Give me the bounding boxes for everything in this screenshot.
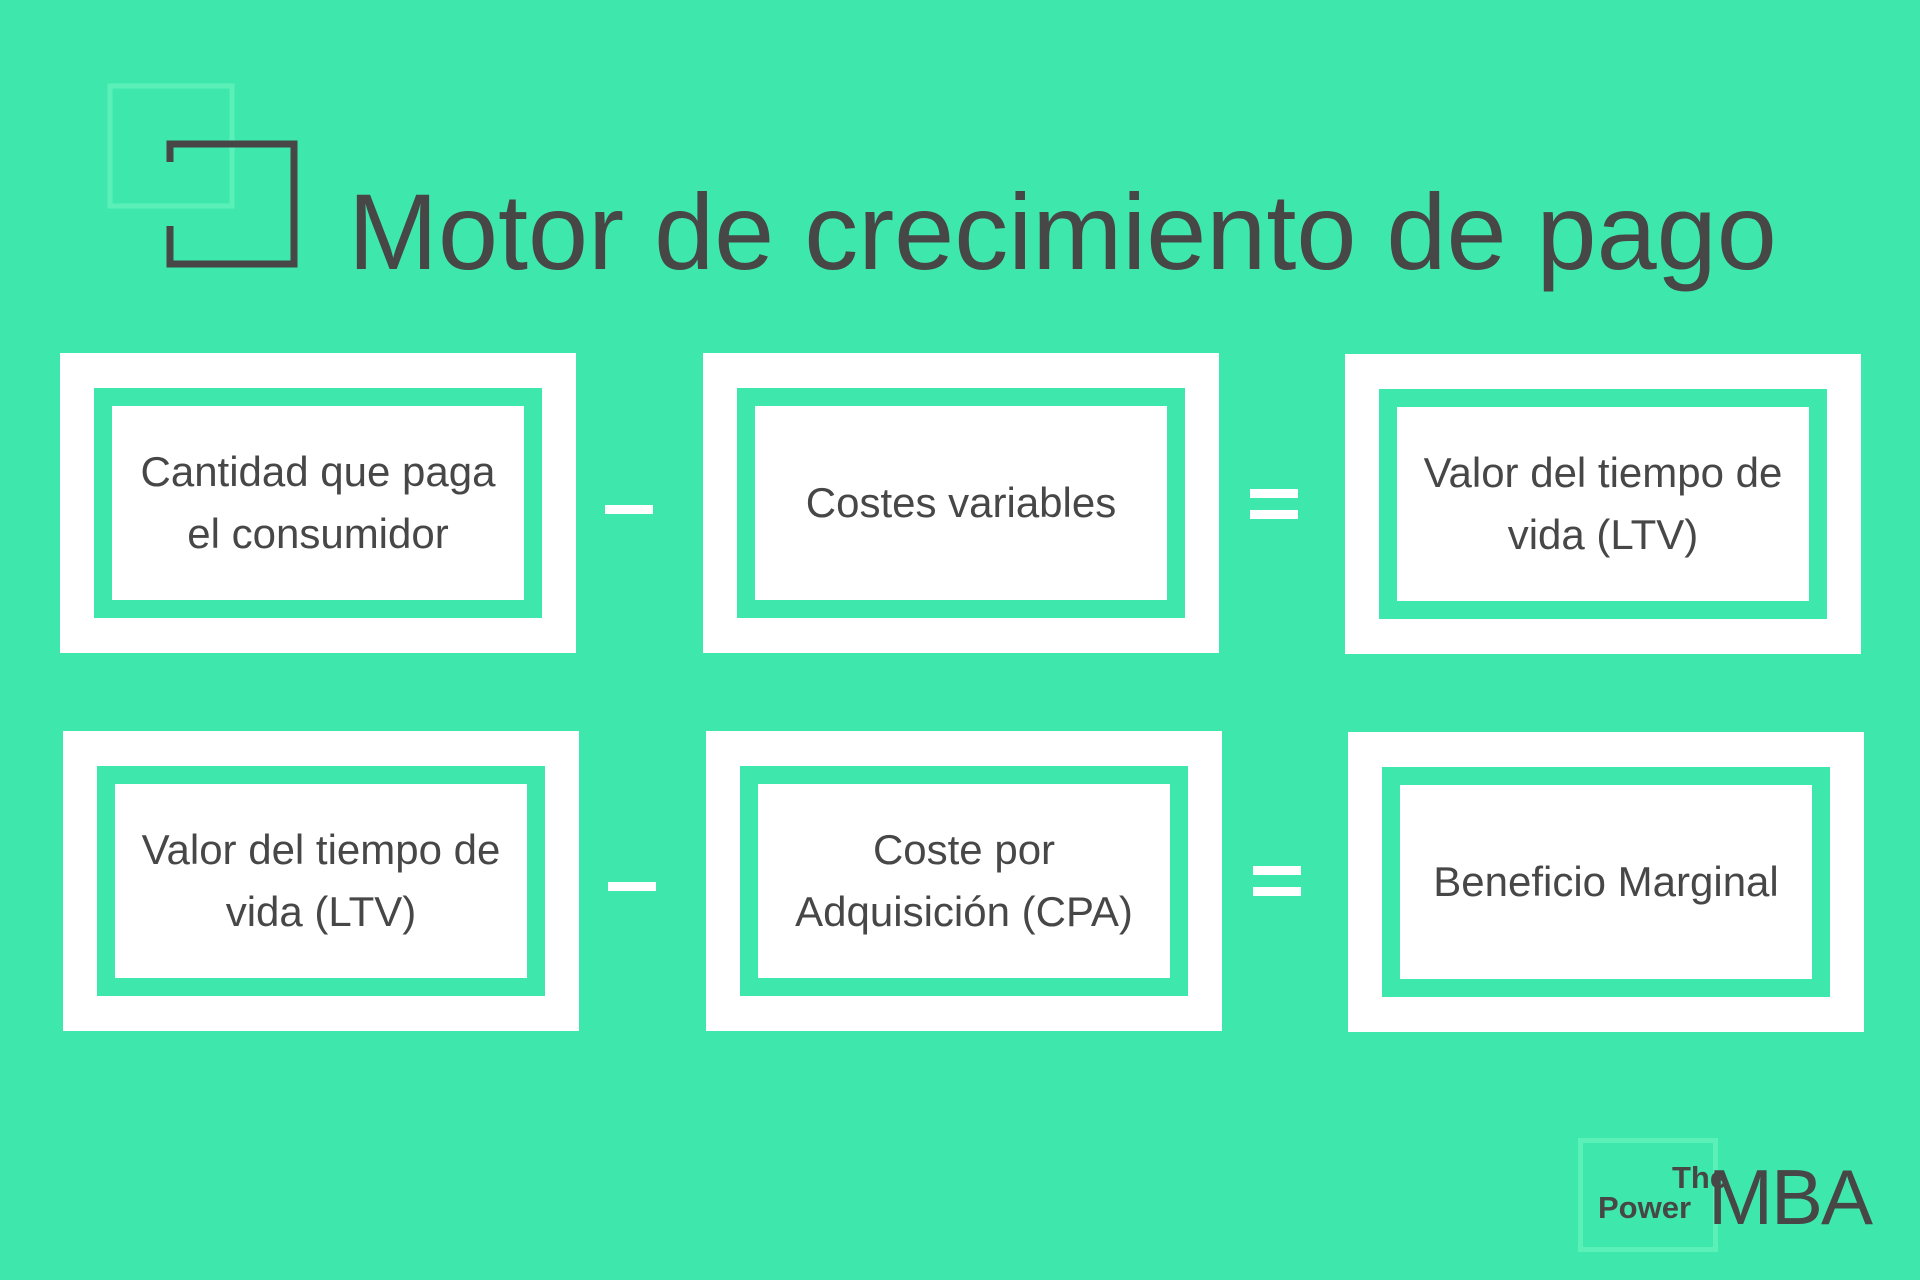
box-label: Valor del tiempo de vida (LTV) (141, 826, 501, 935)
brand-logo: The Power MBA (1578, 1138, 1878, 1256)
box-frame: Valor del tiempo de vida (LTV) (97, 766, 545, 996)
box-cpa: Coste por Adquisición (CPA) (706, 731, 1222, 1031)
minus-operator (604, 867, 660, 907)
minus-bar (608, 882, 656, 891)
box-label: Beneficio Marginal (1433, 858, 1779, 905)
box-label: Costes variables (805, 479, 1117, 526)
title-bracket-icon (106, 82, 306, 272)
box-inner: Coste por Adquisición (CPA) (758, 784, 1170, 978)
box-label: Valor del tiempo de vida (LTV) (1423, 449, 1783, 558)
minus-bar (605, 505, 653, 514)
box-consumer-payment: Cantidad que paga el consumidor (60, 353, 576, 653)
box-inner: Valor del tiempo de vida (LTV) (115, 784, 527, 978)
equals-bar-top (1250, 489, 1298, 498)
minus-operator (601, 490, 657, 530)
box-inner: Valor del tiempo de vida (LTV) (1397, 407, 1809, 601)
brand-line-1: The (1672, 1160, 1728, 1195)
box-marginal-profit: Beneficio Marginal (1348, 732, 1864, 1032)
brand-frame (1578, 1138, 1718, 1252)
box-inner: Cantidad que paga el consumidor (112, 406, 524, 600)
equals-bar-bottom (1250, 510, 1298, 519)
box-frame: Coste por Adquisición (CPA) (740, 766, 1188, 996)
equals-operator (1249, 861, 1305, 901)
brand-line-2: Power (1598, 1190, 1692, 1225)
box-frame: Beneficio Marginal (1382, 767, 1830, 997)
box-variable-costs: Costes variables (703, 353, 1219, 653)
box-label: Cantidad que paga el consumidor (140, 448, 496, 557)
box-ltv-result: Valor del tiempo de vida (LTV) (1345, 354, 1861, 654)
box-inner: Costes variables (755, 406, 1167, 600)
box-ltv: Valor del tiempo de vida (LTV) (63, 731, 579, 1031)
box-label: Coste por Adquisición (CPA) (795, 826, 1133, 935)
equals-operator (1246, 484, 1302, 524)
equals-bar-bottom (1253, 887, 1301, 896)
box-frame: Costes variables (737, 388, 1185, 618)
box-frame: Cantidad que paga el consumidor (94, 388, 542, 618)
page-title: Motor de crecimiento de pago (348, 171, 1777, 293)
equals-bar-top (1253, 866, 1301, 875)
brand-mark: MBA (1708, 1153, 1873, 1241)
box-frame: Valor del tiempo de vida (LTV) (1379, 389, 1827, 619)
box-inner: Beneficio Marginal (1400, 785, 1812, 979)
